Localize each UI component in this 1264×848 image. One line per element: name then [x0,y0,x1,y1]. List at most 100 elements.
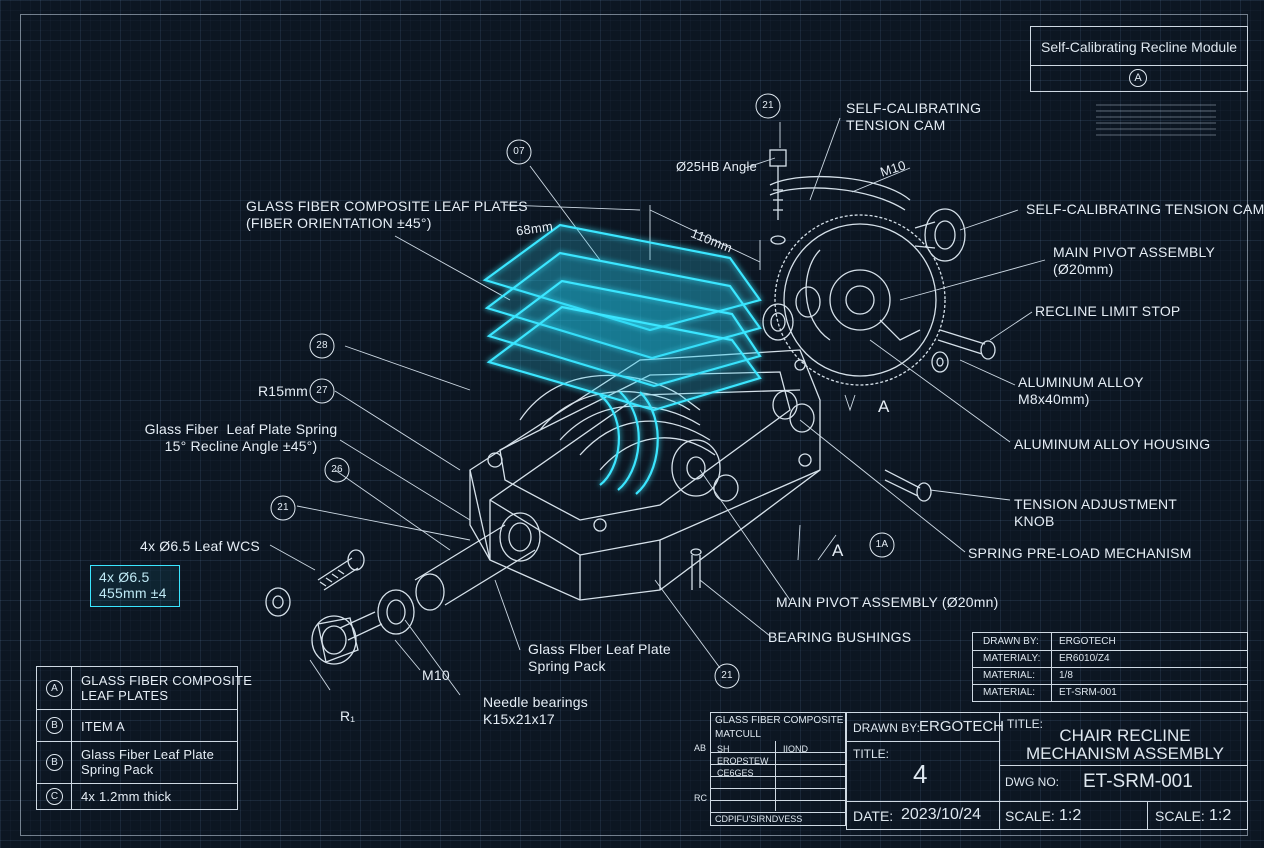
glass-fiber-leaf-plates [482,223,762,495]
pivot-bushing [762,286,821,341]
legend-key-a: A [46,680,63,697]
label-bearing-bushings: BEARING BUSHINGS [768,629,912,645]
legend-col-divider [71,667,72,809]
tb-scale-label: SCALE: [1005,808,1055,824]
legend-text-b1: ITEM A [81,719,125,734]
label-r15: R15mm [258,383,309,399]
label-gf-pack: Glass Flber Leaf Plate Spring Pack [528,641,671,674]
parts-title: GLASS FIBER COMPOSITE [715,715,844,726]
tb-main-title: CHAIR RECLINE MECHANISM ASSEMBLY [1025,726,1225,763]
legend-key-b1: B [46,717,63,734]
sheet-border [20,14,1248,836]
label-leaf-wcs: 4x Ø6.5 Leaf WCS [140,538,260,554]
tension-cam-gear [774,214,946,386]
pivot-disc [671,439,739,502]
parts-col-divider [775,741,776,811]
info-value-0: ERGOTECH [1059,636,1116,647]
label-angle-dim: Ø25HB Angle [676,159,757,174]
parts-table: GLASS FIBER COMPOSITE MATCULL SH EROPSTE… [710,712,846,826]
info-label-2: MATERIAL: [983,670,1036,681]
tb-row-divider-2 [847,801,1247,802]
legend-key-c: C [46,788,63,805]
pivot-shaft [414,512,541,611]
info-row-divider-1 [973,650,1247,651]
parts-row-0: SH [717,744,730,754]
parts-left-rc: RC [694,793,707,803]
parts-footer: CDPIFU'SIRNDVESS [715,814,803,824]
bottom-pin [690,548,702,590]
balloon-28: 28 [316,340,328,351]
tb-dwg-label: DWG NO: [1005,775,1059,789]
legend-row-divider-3 [37,783,237,784]
washer-right [931,351,949,373]
label-main-pivot-lower: MAIN PIVOT ASSEMBLY (Ø20mn) [776,594,999,610]
label-m10-low: M10 [422,667,450,683]
tb-scale-label-2: SCALE: [1155,808,1205,824]
legend-key-b2: B [46,754,63,771]
label-r-dim: R₁ [340,708,356,724]
info-value-1: ER6010/Z4 [1059,653,1110,664]
header-note-lines [1096,104,1216,136]
screw-left [317,549,365,591]
info-value-2: 1/8 [1059,670,1073,681]
balloon-27: 27 [316,385,328,396]
info-value-3: ET-SRM-001 [1059,687,1117,698]
label-leaf-plates: GLASS FIBER COMPOSITE LEAF PLATES (FIBER… [246,198,528,231]
side-bushing [772,390,815,433]
tb-date-label: DATE: [853,808,894,824]
bearing-ring [377,589,415,635]
balloon-1a: 1A [875,539,889,550]
balloon-26: 26 [331,464,343,475]
balloon-21b: 21 [277,502,289,513]
header-divider [1031,65,1247,66]
tb-scale: 1:2 [1059,807,1082,824]
knob-right [914,208,966,262]
balloon-circles [270,93,895,689]
legend-row-divider-1 [37,709,237,710]
tb-scale-divider [1147,801,1148,829]
tb-sheet-glyph: 4 [913,759,928,789]
info-label-1: MATERIALY: [983,653,1041,664]
tb-dwg-no: ET-SRM-001 [1083,771,1193,792]
info-row-divider-3 [973,684,1247,685]
parts-sub: MATCULL [715,729,761,740]
label-spring-preload: SPRING PRE-LOAD MECHANISM [968,545,1192,561]
header-block: Self-Calibrating Recline Module A [1030,26,1248,92]
tb-title-label: TITLE: [853,747,890,761]
parts-col-head: IIOND [783,744,809,754]
tb-main-title-label: TITLE: [1007,717,1044,731]
section-a-lower: A [832,541,844,560]
parts-row-1: EROPSTEW [717,756,769,766]
balloon-21c: 21 [721,670,733,681]
top-screw [769,149,787,245]
legend-text-a: GLASS FIBER COMPOSITE LEAF PLATES [81,673,253,703]
recline-limit-bolt [937,329,996,360]
tb-col-divider [999,713,1000,829]
tb-row-divider-3 [999,765,1247,766]
revision-circle: A [1129,69,1147,87]
tb-scale-2: 1:2 [1209,807,1232,824]
callout-box-dim: 4x Ø6.5 455mm ±4 [90,565,180,607]
label-aluminum-housing: ALUMINUM ALLOY HOUSING [1014,436,1211,452]
cam-arm [769,175,911,211]
header-title: Self-Calibrating Recline Module [1041,39,1238,55]
box-text: 4x Ø6.5 455mm ±4 [99,569,167,601]
info-row-divider-2 [973,667,1247,668]
parts-row-2: CE6GES [717,768,754,778]
label-main-pivot: MAIN PIVOT ASSEMBLY (Ø20mm) [1053,244,1215,277]
balloon-07: 07 [513,146,525,157]
label-needle-bearings: Needle bearings K15x21x17 [483,694,588,727]
hex-bolt-lower [311,611,383,665]
tb-drawn-by: ERGOTECH [919,718,1005,735]
tb-row-divider-1 [847,741,999,742]
label-gf-spring: Glass Fiber Leaf Plate Spring 15° Reclin… [144,421,338,454]
title-block: DRAWN BY: ERGOTECH TITLE: 4 DATE: 2023/1… [846,712,1248,830]
tb-date: 2023/10/24 [901,806,982,823]
parts-rows-lines [711,741,845,821]
tension-knob-screw [884,469,932,502]
nut-left [265,587,291,617]
info-label-0: DRAWN BY: [983,636,1039,647]
legend-text-b2: Glass Fiber Leaf Plate Spring Pack [81,747,215,777]
